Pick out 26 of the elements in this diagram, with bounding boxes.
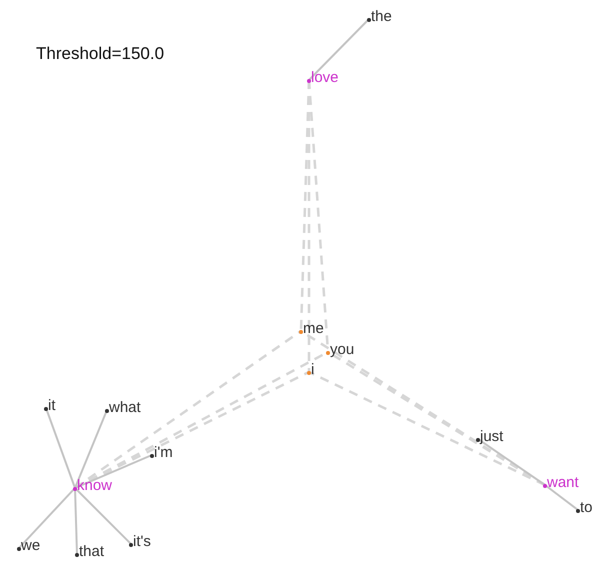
word-label: the — [371, 8, 392, 26]
connector-line — [74, 370, 310, 490]
word-label: love — [311, 69, 339, 87]
word-label: me — [303, 320, 324, 338]
word-label: we — [21, 537, 40, 555]
word-label: just — [480, 428, 504, 446]
word-label: know — [77, 477, 112, 495]
threshold-note: Threshold=150.0 — [36, 44, 164, 64]
connector-line — [74, 410, 108, 488]
connector-line — [18, 487, 76, 549]
word-label: it's — [133, 533, 151, 551]
connector-line — [477, 438, 546, 486]
word-label: that — [79, 543, 104, 561]
word-label: want — [547, 474, 579, 492]
word-label: you — [330, 341, 354, 359]
word-label: it — [48, 397, 56, 415]
word-label: i — [311, 361, 314, 379]
connector-line — [45, 408, 76, 488]
connector-line — [74, 487, 132, 545]
word-label: i'm — [154, 444, 173, 462]
connector-line — [544, 484, 579, 511]
word-label: what — [109, 399, 141, 417]
connector-line — [308, 370, 546, 486]
connector-line — [74, 454, 152, 489]
connector-line — [308, 18, 370, 81]
word-label: to — [580, 499, 593, 517]
